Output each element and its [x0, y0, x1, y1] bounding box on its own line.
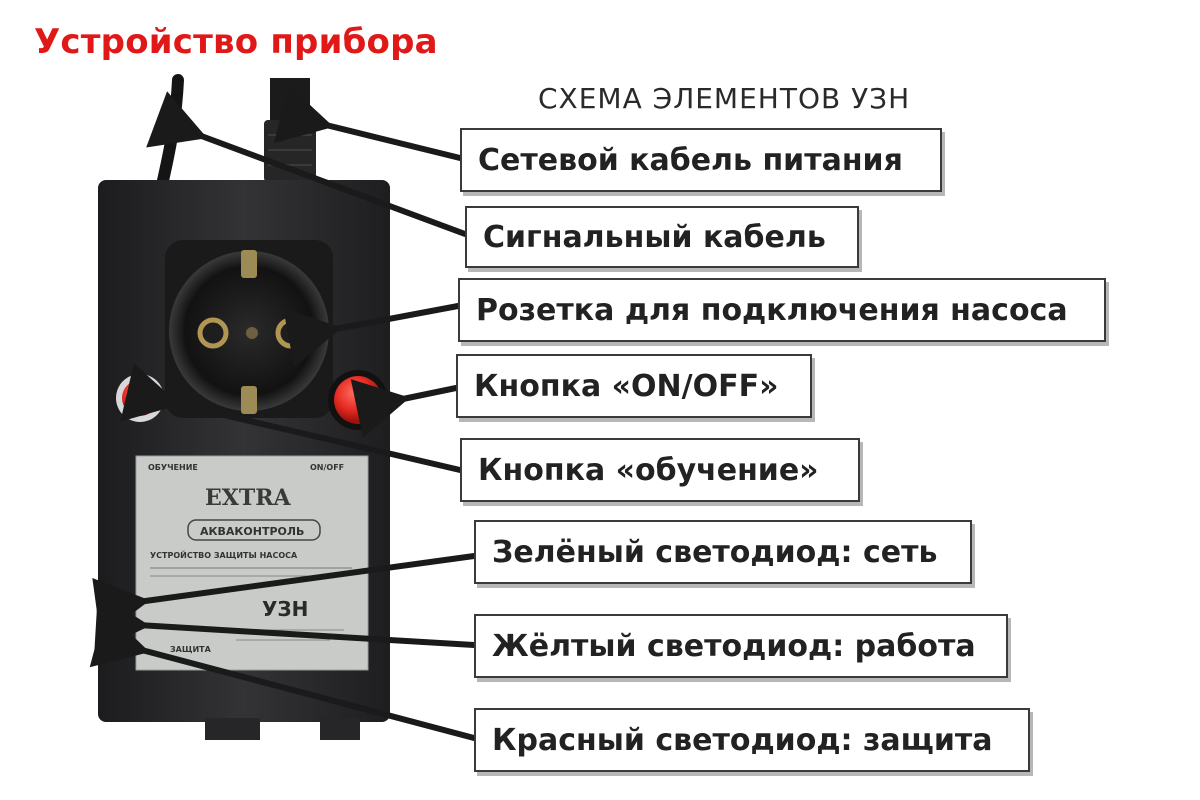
plate-onoff-label: ON/OFF [310, 463, 344, 472]
callout-green-led: Зелёный светодиод: сеть [474, 520, 972, 584]
on-off-button: I O [328, 370, 388, 430]
pump-socket [165, 240, 333, 418]
plate-learn-label: ОБУЧЕНИЕ [148, 463, 198, 472]
callout-learn-button: Кнопка «обучение» [460, 438, 860, 502]
product-line: АКВАКОНТРОЛЬ [200, 525, 304, 538]
page-title: Устройство прибора [34, 22, 438, 62]
arrow-on-off [350, 379, 459, 438]
callout-socket: Розетка для подключения насоса [458, 278, 1106, 342]
callout-yellow-led: Жёлтый светодиод: работа [474, 614, 1008, 678]
svg-text:O: O [364, 407, 371, 417]
callout-on-off-button: Кнопка «ON/OFF» [456, 354, 812, 418]
callout-red-led: Красный светодиод: защита [474, 708, 1030, 772]
svg-text:I: I [366, 386, 369, 396]
plate-led-label: ЗАЩИТА [170, 645, 212, 654]
scheme-title: СХЕМА ЭЛЕМЕНТОВ УЗН [538, 82, 911, 115]
arrow-yellow-led [94, 592, 477, 653]
yellow-led [120, 621, 128, 629]
learn-button [116, 374, 164, 422]
brand-logo: EXTRA [205, 485, 291, 511]
callout-power-cable: Сетевой кабель питания [460, 128, 942, 192]
arrow-learn [120, 363, 463, 473]
arrow-power-cable [274, 84, 463, 161]
arrow-socket [283, 303, 461, 368]
signal-cable [156, 74, 184, 191]
arrow-green-led [92, 553, 477, 638]
arrow-signal-cable [146, 91, 468, 237]
product-description: УСТРОЙСТВО ЗАЩИТЫ НАСОСА [150, 549, 298, 560]
model-name: УЗН [262, 597, 308, 621]
red-led [120, 643, 128, 651]
green-led [120, 600, 128, 608]
callout-signal-cable: Сигнальный кабель [465, 206, 859, 268]
arrow-red-led [89, 609, 477, 741]
